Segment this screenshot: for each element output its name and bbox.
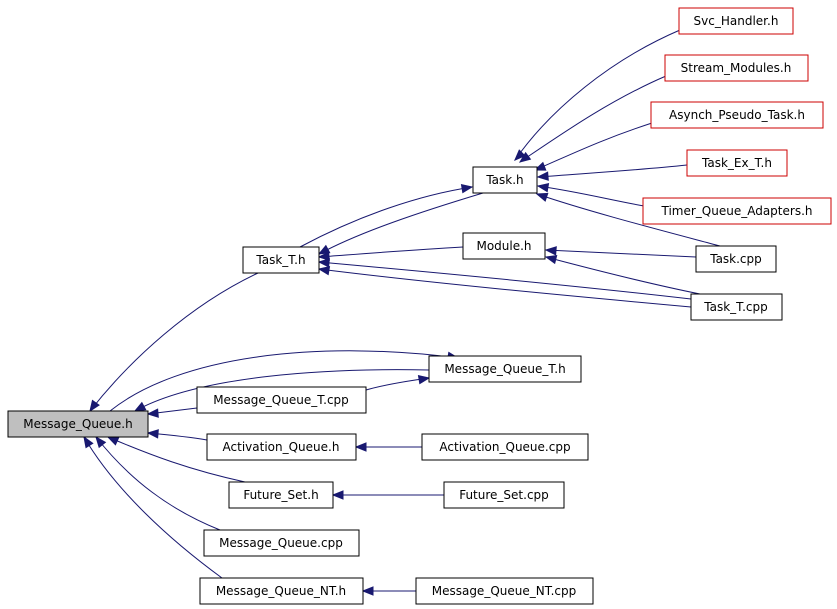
arrowhead-module-h-to-task-t-h (317, 251, 330, 261)
node-svc-handler-label: Svc_Handler.h (694, 14, 779, 28)
node-future-set-cpp[interactable]: Future_Set.cpp (443, 481, 565, 509)
edge-message-queue-t-h-to-message-queue-h (134, 369, 430, 412)
node-task-ex-t[interactable]: Task_Ex_T.h (686, 149, 788, 177)
arrowhead-message-queue-t-cpp-to-message-queue-t-h (417, 375, 431, 385)
arrowhead-activation-queue-cpp-to-activation-queue-h (354, 442, 367, 452)
edge-task-t-h-to-message-queue-h (89, 272, 259, 412)
node-message-queue-h-label: Message_Queue.h (23, 417, 132, 431)
edge-asynch-pseudo-task-to-task-h (534, 122, 653, 171)
node-activation-queue-cpp-label: Activation_Queue.cpp (439, 440, 570, 454)
edge-svc-handler-to-task-h (514, 29, 681, 161)
arrowhead-task-t-cpp-to-module-h (544, 254, 558, 265)
arrowhead-message-queue-cpp-to-message-queue-h (95, 435, 107, 449)
node-message-queue-nt-cpp[interactable]: Message_Queue_NT.cpp (415, 577, 594, 605)
node-activation-queue-cpp[interactable]: Activation_Queue.cpp (421, 433, 589, 461)
dependency-edges (83, 29, 721, 596)
node-module-h-label: Module.h (476, 239, 531, 253)
arrowhead-task-t-h-to-task-h (460, 184, 474, 194)
arrowhead-message-queue-nt-h-to-message-queue-h (83, 435, 94, 449)
edge-task-t-cpp-to-module-h (545, 256, 701, 295)
edge-message-queue-cpp-to-message-queue-h (95, 436, 221, 531)
edge-message-queue-nt-h-to-message-queue-h (83, 436, 223, 579)
node-future-set-h[interactable]: Future_Set.h (228, 481, 334, 509)
node-activation-queue-h[interactable]: Activation_Queue.h (206, 433, 357, 461)
node-message-queue-nt-cpp-label: Message_Queue_NT.cpp (432, 584, 577, 598)
arrowhead-message-queue-nt-cpp-to-message-queue-nt-h (361, 586, 374, 596)
arrowhead-asynch-pseudo-task-to-task-h (533, 161, 547, 171)
edge-timer-queue-adapters-to-task-h (537, 185, 645, 207)
node-task-t-cpp[interactable]: Task_T.cpp (690, 293, 783, 321)
node-message-queue-t-cpp-label: Message_Queue_T.cpp (213, 393, 349, 407)
edge-future-set-h-to-message-queue-h (107, 436, 246, 483)
node-svc-handler[interactable]: Svc_Handler.h (678, 7, 794, 35)
arrowhead-future-set-cpp-to-future-set-h (331, 490, 344, 500)
arrowhead-svc-handler-to-task-h (514, 149, 526, 161)
node-message-queue-t-h[interactable]: Message_Queue_T.h (428, 355, 582, 383)
node-activation-queue-h-label: Activation_Queue.h (223, 440, 340, 454)
node-message-queue-t-cpp[interactable]: Message_Queue_T.cpp (196, 386, 367, 414)
node-message-queue-t-h-label: Message_Queue_T.h (444, 362, 565, 376)
node-task-t-h-label: Task_T.h (255, 253, 305, 267)
arrowhead-task-t-h-to-message-queue-h (89, 399, 100, 413)
edge-task-t-cpp-to-task-t-h (318, 261, 692, 300)
node-message-queue-nt-h[interactable]: Message_Queue_NT.h (199, 577, 364, 605)
edge-stream-modules-to-task-h (519, 75, 667, 163)
node-task-t-cpp-label: Task_T.cpp (703, 300, 767, 314)
arrowhead-message-queue-t-h-to-message-queue-h (133, 401, 147, 412)
node-message-queue-cpp[interactable]: Message_Queue.cpp (203, 529, 360, 557)
edge-task-t-cpp-to-task-t-h-2 (318, 268, 692, 308)
edge-task-ex-t-to-task-h (537, 164, 688, 178)
node-message-queue-nt-h-label: Message_Queue_NT.h (216, 584, 346, 598)
node-asynch-pseudo-task-label: Asynch_Pseudo_Task.h (669, 108, 805, 122)
arrowhead-activation-queue-h-to-message-queue-h (146, 429, 159, 439)
node-stream-modules-label: Stream_Modules.h (681, 61, 792, 75)
arrowhead-task-t-cpp-to-task-t-h-2 (317, 266, 331, 276)
node-message-queue-cpp-label: Message_Queue.cpp (219, 536, 343, 550)
arrowhead-task-cpp-to-task-h (535, 192, 549, 202)
arrowhead-task-cpp-to-module-h (544, 246, 557, 256)
arrowhead-timer-queue-adapters-to-task-h (536, 183, 550, 193)
node-future-set-cpp-label: Future_Set.cpp (459, 488, 549, 502)
node-task-ex-t-label: Task_Ex_T.h (701, 156, 772, 170)
edge-task-cpp-to-task-h (536, 193, 721, 247)
node-task-t-h[interactable]: Task_T.h (242, 246, 320, 274)
node-task-h-label: Task.h (485, 173, 523, 187)
node-task-h[interactable]: Task.h (472, 166, 538, 194)
arrowhead-task-ex-t-to-task-h (536, 171, 549, 181)
node-future-set-h-label: Future_Set.h (243, 488, 318, 502)
node-stream-modules[interactable]: Stream_Modules.h (664, 54, 809, 82)
node-timer-queue-adapters-label: Timer_Queue_Adapters.h (660, 204, 812, 218)
edge-task-h-to-task-t-h (318, 192, 484, 255)
node-task-cpp-label: Task.cpp (709, 252, 762, 266)
arrowhead-task-t-cpp-to-task-t-h (317, 258, 330, 268)
node-task-cpp[interactable]: Task.cpp (695, 245, 777, 273)
arrowhead-future-set-h-to-message-queue-h (106, 436, 120, 446)
arrowhead-task-h-to-task-t-h (317, 244, 331, 255)
edge-module-h-to-task-t-h (318, 246, 464, 258)
arrowhead-stream-modules-to-task-h (518, 151, 532, 163)
arrowhead-message-queue-t-cpp-to-message-queue-h (146, 408, 159, 418)
edge-task-t-h-to-task-h (299, 186, 473, 248)
edge-message-queue-h-to-message-queue-t-h (109, 350, 459, 412)
node-module-h[interactable]: Module.h (462, 232, 546, 260)
node-asynch-pseudo-task[interactable]: Asynch_Pseudo_Task.h (650, 101, 824, 129)
node-message-queue-h[interactable]: Message_Queue.h (7, 410, 149, 438)
edge-task-cpp-to-module-h (545, 249, 697, 258)
node-timer-queue-adapters[interactable]: Timer_Queue_Adapters.h (642, 197, 832, 225)
